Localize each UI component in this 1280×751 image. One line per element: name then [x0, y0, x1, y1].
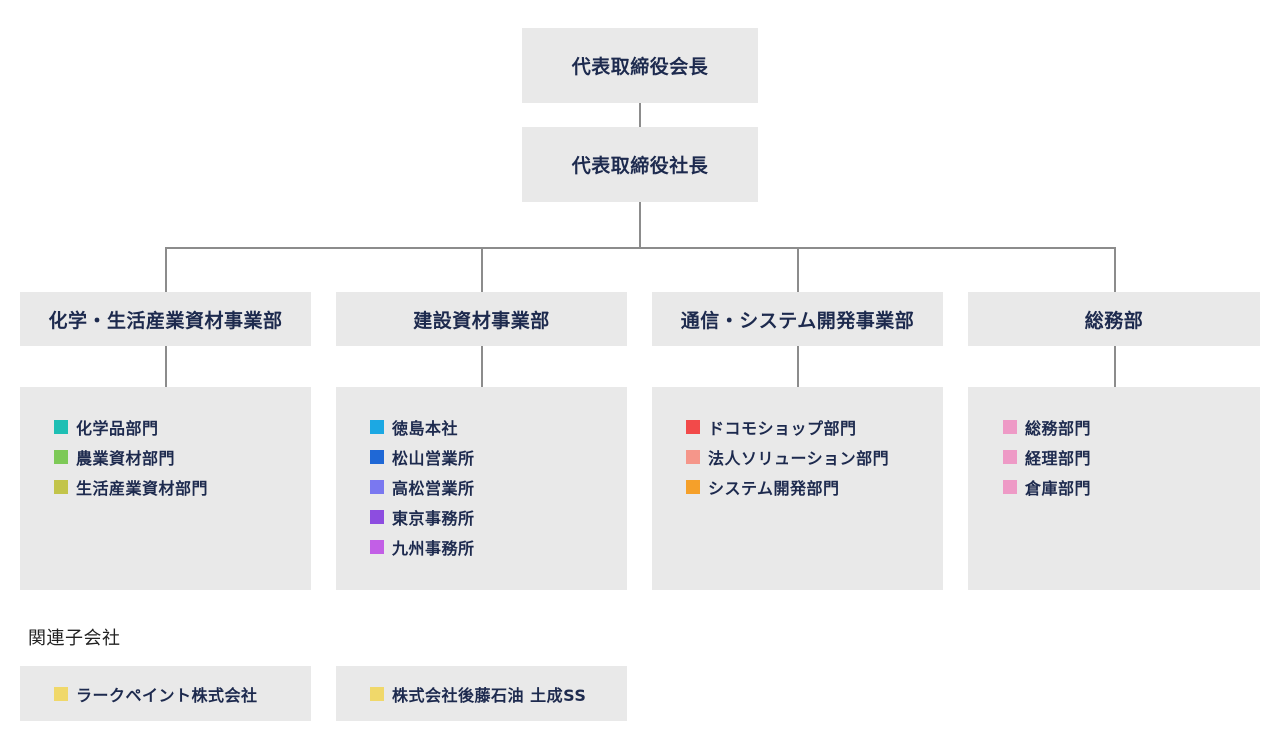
- connector-division-4: [1114, 247, 1116, 292]
- color-swatch: [1003, 450, 1017, 464]
- department-label: 化学品部門: [76, 419, 159, 438]
- list-item: 東京事務所: [370, 502, 475, 532]
- connector-division-2-detail: [481, 346, 483, 387]
- department-label: 松山営業所: [392, 449, 475, 468]
- connector-horizontal-bus: [165, 247, 1116, 249]
- color-swatch: [370, 480, 384, 494]
- connector-chairman-president: [639, 103, 641, 127]
- connector-president-trunk: [639, 202, 641, 248]
- chairman-label: 代表取締役会長: [571, 56, 709, 78]
- affiliate-box: ラークペイント株式会社: [20, 666, 311, 721]
- president-label: 代表取締役社長: [571, 155, 709, 177]
- division-title: 化学・生活産業資材事業部: [48, 309, 283, 332]
- connector-division-3: [797, 247, 799, 292]
- department-list: 徳島本社 松山営業所 高松営業所 東京事務所 九州事務所: [370, 412, 475, 562]
- connector-division-1: [165, 247, 167, 292]
- color-swatch: [370, 420, 384, 434]
- color-swatch: [686, 420, 700, 434]
- color-swatch: [370, 540, 384, 554]
- division-detail-general-affairs: 総務部門 経理部門 倉庫部門: [968, 387, 1260, 590]
- list-item: ドコモショップ部門: [686, 412, 889, 442]
- department-label: 総務部門: [1025, 419, 1092, 438]
- color-swatch: [54, 480, 68, 494]
- list-item: 農業資材部門: [54, 442, 208, 472]
- department-label: 農業資材部門: [76, 449, 176, 468]
- list-item: 化学品部門: [54, 412, 208, 442]
- department-label: 法人ソリューション部門: [708, 449, 890, 468]
- list-item: 倉庫部門: [1003, 472, 1091, 502]
- list-item: 九州事務所: [370, 532, 475, 562]
- connector-division-1-detail: [165, 346, 167, 387]
- division-detail-construction: 徳島本社 松山営業所 高松営業所 東京事務所 九州事務所: [336, 387, 627, 590]
- department-label: 生活産業資材部門: [76, 479, 209, 498]
- department-label: 経理部門: [1025, 449, 1092, 468]
- department-label: 徳島本社: [392, 419, 459, 438]
- color-swatch: [54, 686, 68, 701]
- color-swatch: [370, 450, 384, 464]
- color-swatch: [686, 450, 700, 464]
- division-detail-telecom: ドコモショップ部門 法人ソリューション部門 システム開発部門: [652, 387, 943, 590]
- division-header-chemical: 化学・生活産業資材事業部: [20, 292, 311, 346]
- connector-division-4-detail: [1114, 346, 1116, 387]
- color-swatch: [370, 686, 384, 701]
- list-item: 経理部門: [1003, 442, 1091, 472]
- department-label: ドコモショップ部門: [708, 419, 857, 438]
- list-item: 法人ソリューション部門: [686, 442, 889, 472]
- division-header-construction: 建設資材事業部: [336, 292, 627, 346]
- department-label: 倉庫部門: [1025, 479, 1092, 498]
- connector-division-2: [481, 247, 483, 292]
- color-swatch: [1003, 420, 1017, 434]
- department-label: システム開発部門: [708, 479, 840, 498]
- division-title: 建設資材事業部: [413, 309, 550, 332]
- list-item: システム開発部門: [686, 472, 889, 502]
- list-item: 総務部門: [1003, 412, 1091, 442]
- list-item: 高松営業所: [370, 472, 475, 502]
- chairman-box: 代表取締役会長: [522, 28, 758, 103]
- color-swatch: [1003, 480, 1017, 494]
- affiliate-label: ラークペイント株式会社: [76, 685, 258, 705]
- color-swatch: [686, 480, 700, 494]
- division-header-telecom: 通信・システム開発事業部: [652, 292, 943, 346]
- department-list: 化学品部門 農業資材部門 生活産業資材部門: [54, 412, 208, 502]
- department-label: 九州事務所: [392, 539, 475, 558]
- department-label: 高松営業所: [392, 479, 475, 498]
- affiliate-label: 株式会社後藤石油 土成SS: [392, 685, 587, 705]
- list-item: 松山営業所: [370, 442, 475, 472]
- division-detail-chemical: 化学品部門 農業資材部門 生活産業資材部門: [20, 387, 311, 590]
- list-item: 徳島本社: [370, 412, 475, 442]
- connector-division-3-detail: [797, 346, 799, 387]
- department-list: 総務部門 経理部門 倉庫部門: [1003, 412, 1091, 502]
- division-header-general-affairs: 総務部: [968, 292, 1260, 346]
- affiliate-box: 株式会社後藤石油 土成SS: [336, 666, 627, 721]
- department-label: 東京事務所: [392, 509, 475, 528]
- division-title: 通信・システム開発事業部: [680, 309, 915, 332]
- list-item: 生活産業資材部門: [54, 472, 208, 502]
- president-box: 代表取締役社長: [522, 127, 758, 202]
- department-list: ドコモショップ部門 法人ソリューション部門 システム開発部門: [686, 412, 889, 502]
- color-swatch: [54, 420, 68, 434]
- color-swatch: [370, 510, 384, 524]
- affiliates-heading: 関連子会社: [28, 628, 121, 649]
- division-title: 総務部: [1084, 309, 1144, 332]
- color-swatch: [54, 450, 68, 464]
